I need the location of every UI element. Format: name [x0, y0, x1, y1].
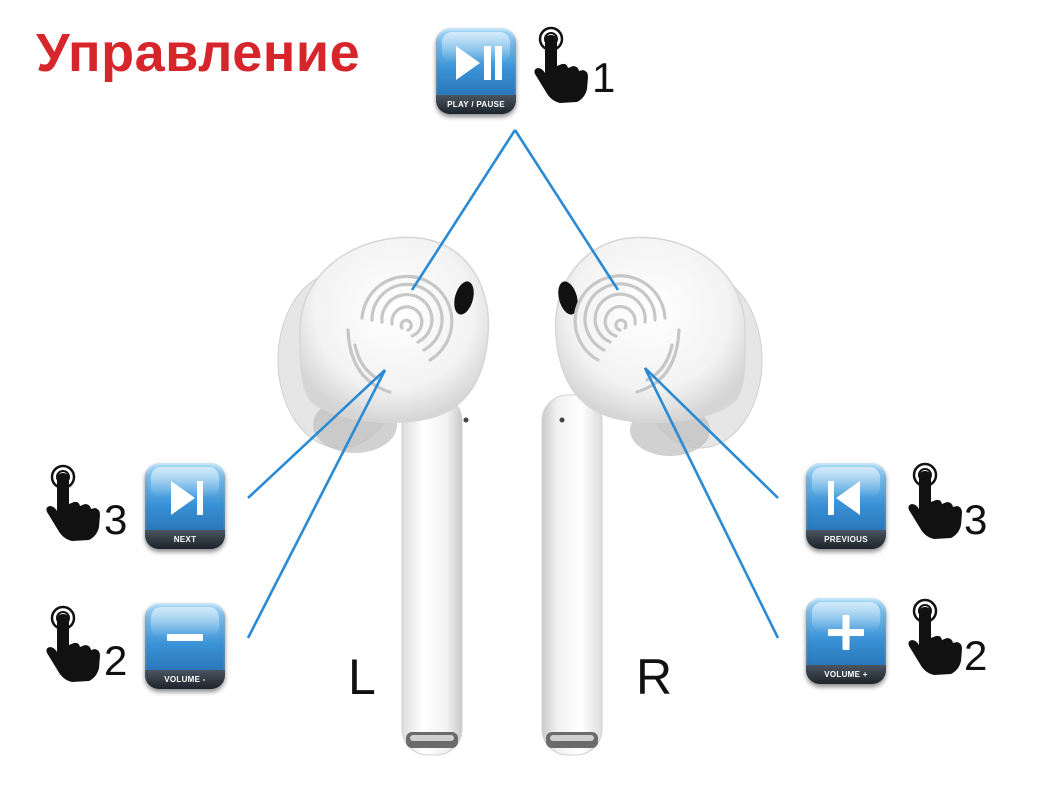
tap-hand-icon — [908, 462, 962, 539]
connector-volume-down — [246, 369, 387, 639]
connector-next — [247, 369, 386, 499]
page-title: Управление — [36, 23, 361, 83]
volume-up-button[interactable]: VOLUME + — [806, 598, 886, 684]
connector-play-pause-right — [513, 129, 620, 291]
volume-up-caption: VOLUME + — [806, 665, 886, 684]
connector-play-pause-left — [410, 129, 517, 291]
next-track-button[interactable]: NEXT — [145, 463, 225, 549]
next-track-icon — [145, 471, 225, 529]
right-earbud-label: R — [636, 649, 673, 705]
right-earbud-head — [554, 236, 746, 423]
next-track-caption: NEXT — [145, 530, 225, 549]
previous-track-icon — [806, 471, 886, 529]
volume-down-button[interactable]: VOLUME - — [145, 603, 225, 689]
volume-up-tap-count: 2 — [964, 632, 988, 679]
left-earbud-label: L — [348, 649, 376, 705]
tap-hand-icon — [46, 464, 100, 541]
left-earbud-stem — [401, 394, 463, 756]
tap-hand-icon — [534, 26, 588, 103]
minus-icon — [145, 611, 225, 669]
tap-hand-icon — [908, 598, 962, 675]
connector-previous — [644, 367, 779, 499]
next-tap-count: 3 — [104, 496, 128, 543]
connector-lines — [246, 129, 780, 639]
volume-down-caption: VOLUME - — [145, 670, 225, 689]
previous-track-button[interactable]: PREVIOUS — [806, 463, 886, 549]
play-pause-icon — [436, 36, 516, 94]
previous-tap-count: 3 — [964, 496, 988, 543]
previous-track-caption: PREVIOUS — [806, 530, 886, 549]
tap-hand-icon — [46, 605, 100, 682]
volume-down-tap-count: 2 — [104, 637, 128, 684]
play-pause-tap-count: 1 — [592, 54, 616, 101]
play-pause-button[interactable]: PLAY / PAUSE — [436, 28, 516, 114]
left-fingerprint-icon — [346, 274, 454, 394]
right-earbud — [541, 236, 763, 756]
plus-icon — [806, 606, 886, 664]
connector-volume-up — [643, 367, 780, 639]
right-earbud-stem — [541, 394, 603, 756]
play-pause-caption: PLAY / PAUSE — [436, 95, 516, 114]
left-earbud-head — [299, 236, 490, 423]
